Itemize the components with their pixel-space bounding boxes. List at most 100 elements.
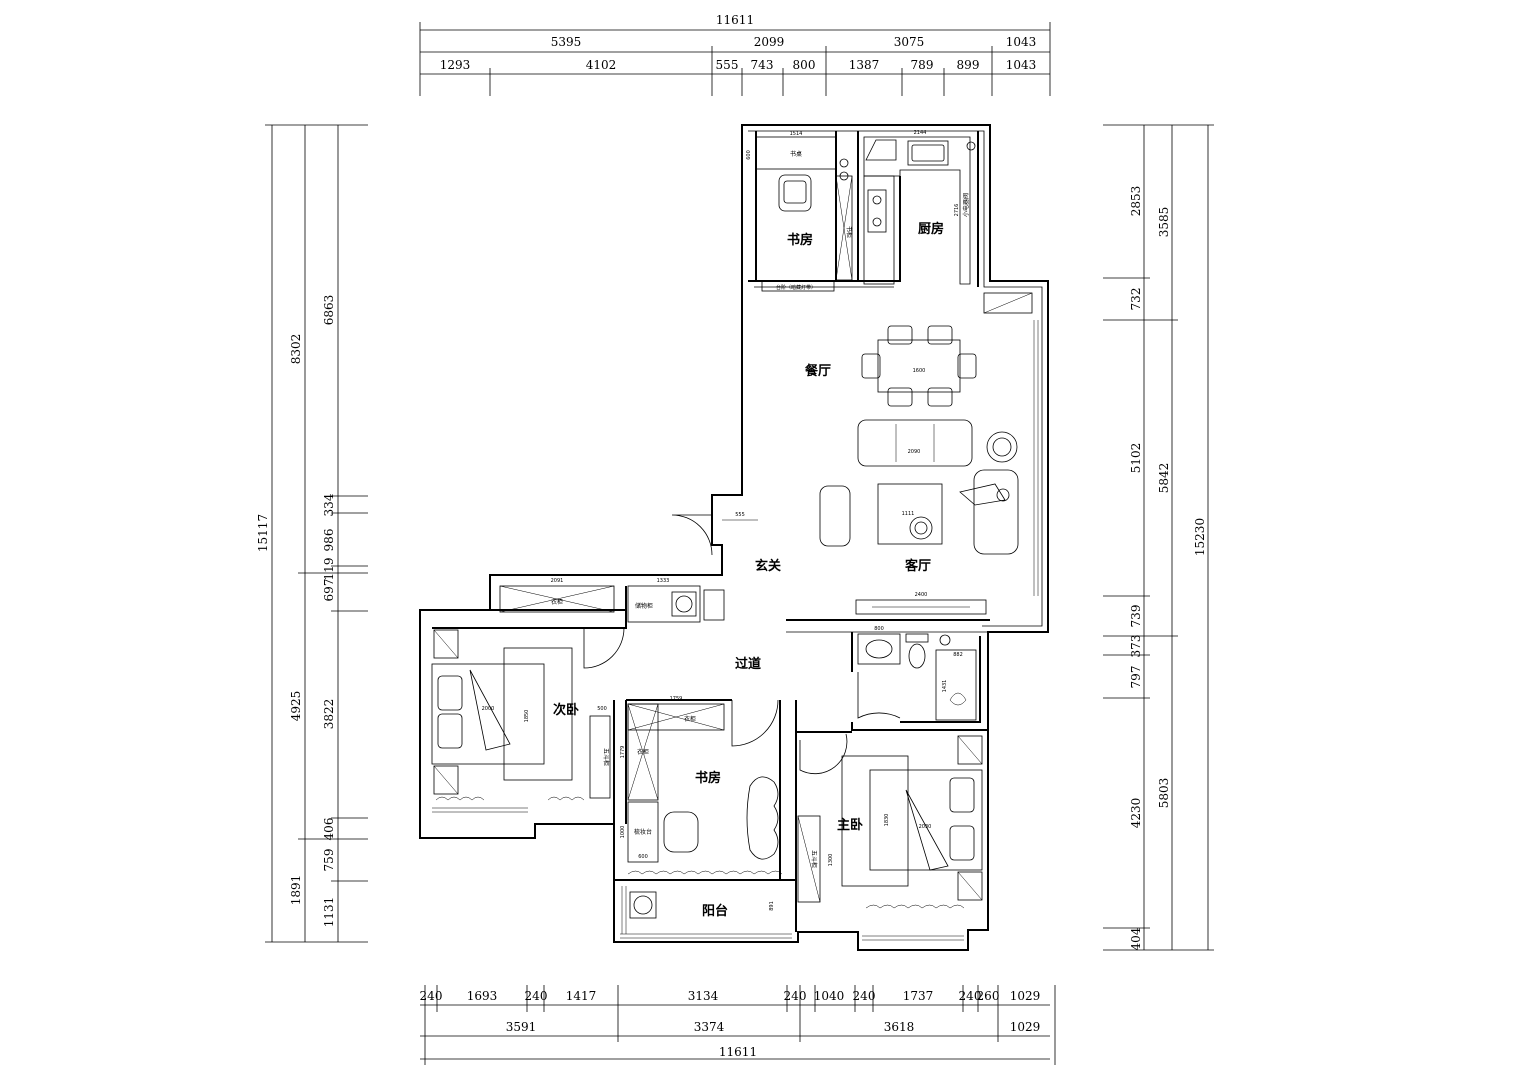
dim-1830: 1830	[884, 814, 890, 827]
right-dim-2c: 5803	[1157, 778, 1171, 809]
bottom-dim-1c: 240	[525, 989, 548, 1003]
room-living: 客厅	[905, 558, 931, 574]
washer-icon	[629, 891, 657, 919]
bottom-dim-2d: 1029	[1010, 1020, 1041, 1034]
bottom-dim-1f: 240	[784, 989, 807, 1003]
dim-1850: 1850	[524, 710, 530, 723]
right-dim-3d: 739	[1129, 605, 1143, 628]
wardrobe-2-label: 衣柜	[684, 715, 696, 723]
right-dimensions: 2853 732 5102 739 373 797 4230 404 3585 …	[1103, 124, 1214, 950]
top-study-furniture: 书桌 1514 600 书柜 书房 台阶（暗藏灯带）	[746, 131, 853, 292]
bottom-dim-1k: 260	[977, 989, 1000, 1003]
dim-891: 891	[769, 901, 775, 911]
room-foyer: 玄关	[755, 558, 781, 574]
vanity-label: 梳妆台	[634, 828, 652, 836]
dim-800: 800	[874, 626, 884, 632]
right-overall-dim: 15230	[1193, 518, 1207, 556]
left-dim-3a: 6863	[322, 295, 336, 326]
chest-right-label: 五斗柜	[810, 850, 818, 868]
dim-2000: 2000	[482, 706, 495, 712]
dim-1759: 1759	[670, 696, 683, 702]
top-dim-3h: 899	[957, 58, 980, 72]
step-label: 台阶（暗藏灯带）	[776, 284, 816, 291]
right-dim-2a: 3585	[1157, 207, 1171, 238]
top-dim-2b: 2099	[754, 35, 785, 49]
bottom-dim-2b: 3374	[694, 1020, 725, 1034]
master-bed-icon	[841, 755, 909, 887]
room-second-bedroom: 次卧	[553, 702, 579, 718]
top-dim-3i: 1043	[1006, 58, 1037, 72]
dim-1514: 1514	[790, 131, 803, 137]
right-dim-3h: 404	[1129, 927, 1143, 950]
chair-icon-2	[663, 811, 699, 853]
room-dining: 餐厅	[804, 363, 831, 379]
bottom-dim-1g: 1040	[814, 989, 845, 1003]
toilet-icon	[908, 643, 926, 669]
dim-1779: 1779	[620, 746, 626, 759]
bottom-dim-1i: 1737	[903, 989, 934, 1003]
right-dim-2b: 5842	[1157, 463, 1171, 494]
room-study-top: 书房	[787, 232, 813, 248]
dim-600: 600	[746, 150, 752, 160]
right-dim-3g: 4230	[1129, 798, 1143, 829]
dim-882: 882	[953, 652, 963, 658]
dim-555: 555	[735, 512, 745, 518]
right-dim-3a: 2853	[1129, 186, 1143, 217]
top-dim-3c: 555	[716, 58, 739, 72]
dim-2144: 2144	[914, 130, 927, 136]
left-dim-3i: 1131	[322, 897, 336, 928]
room-master-bedroom: 主卧	[837, 817, 863, 833]
top-dim-2d: 1043	[1006, 35, 1037, 49]
wardrobe-1-label: 衣柜	[551, 598, 563, 606]
left-dim-2c: 1891	[289, 875, 303, 906]
bottom-dimensions: 240 1693 240 1417 3134 240 1040 240 1737…	[420, 985, 1056, 1065]
chest-left-label: 五斗柜	[602, 748, 610, 766]
right-dim-3f: 797	[1129, 666, 1143, 689]
left-dim-3d: 119	[322, 558, 336, 581]
dim-1111: 1111	[902, 511, 915, 517]
walls	[419, 124, 1049, 951]
dim-2090: 2090	[908, 449, 921, 455]
balcony: 阳台 891	[629, 891, 775, 919]
bottom-dim-1a: 240	[420, 989, 443, 1003]
top-dim-3f: 1387	[849, 58, 880, 72]
top-dim-3e: 800	[793, 58, 816, 72]
left-dim-3c: 986	[322, 529, 336, 552]
bottom-dim-1h: 240	[853, 989, 876, 1003]
top-dim-2c: 3075	[894, 35, 925, 49]
right-dim-3e: 373	[1129, 635, 1143, 658]
coffee-table	[877, 483, 943, 545]
bookcase-label: 书柜	[845, 226, 853, 238]
top-dim-3g: 789	[911, 58, 934, 72]
tv-cabinet	[855, 599, 987, 615]
dim-1300: 1300	[828, 854, 834, 867]
second-bedroom: 2000 1850 次卧 五斗柜 500	[431, 629, 611, 801]
desk-label: 书桌	[790, 150, 802, 158]
room-corridor: 过道	[735, 656, 761, 672]
left-dim-3g: 406	[322, 818, 336, 841]
small-appliance-label: 小电器阀	[962, 193, 970, 217]
bottom-study: 衣柜 1759 衣柜 1779 梳妆台 1000 600 书房	[620, 696, 783, 875]
dim-2400: 2400	[915, 592, 928, 598]
dim-1431: 1431	[942, 680, 948, 693]
left-dim-3e: 697	[322, 579, 336, 602]
top-dim-2a: 5395	[551, 35, 582, 49]
dim-500: 500	[597, 706, 607, 712]
bottom-dim-1j: 240	[959, 989, 982, 1003]
bed-icon	[431, 663, 545, 765]
living-furniture: 2090 1111 客厅 2400	[819, 419, 1019, 615]
left-dim-3b: 334	[322, 493, 336, 516]
dim-1000: 1000	[620, 826, 626, 839]
bottom-dim-1d: 1417	[566, 989, 597, 1003]
washing-machine-icon	[671, 591, 697, 617]
sofa-icon	[857, 419, 973, 467]
master-bedroom: 1830 2030 主卧 五斗柜 1300	[797, 735, 983, 909]
sink-icon	[907, 140, 949, 166]
bottom-dim-2c: 3618	[884, 1020, 915, 1034]
windows	[432, 320, 1039, 941]
dining-furniture: 1600 餐厅	[804, 325, 977, 407]
top-dim-3a: 1293	[440, 58, 471, 72]
left-dim-2b: 4925	[289, 691, 303, 722]
bathroom: 800 882 1431	[857, 626, 977, 721]
room-kitchen: 厨房	[918, 221, 944, 237]
